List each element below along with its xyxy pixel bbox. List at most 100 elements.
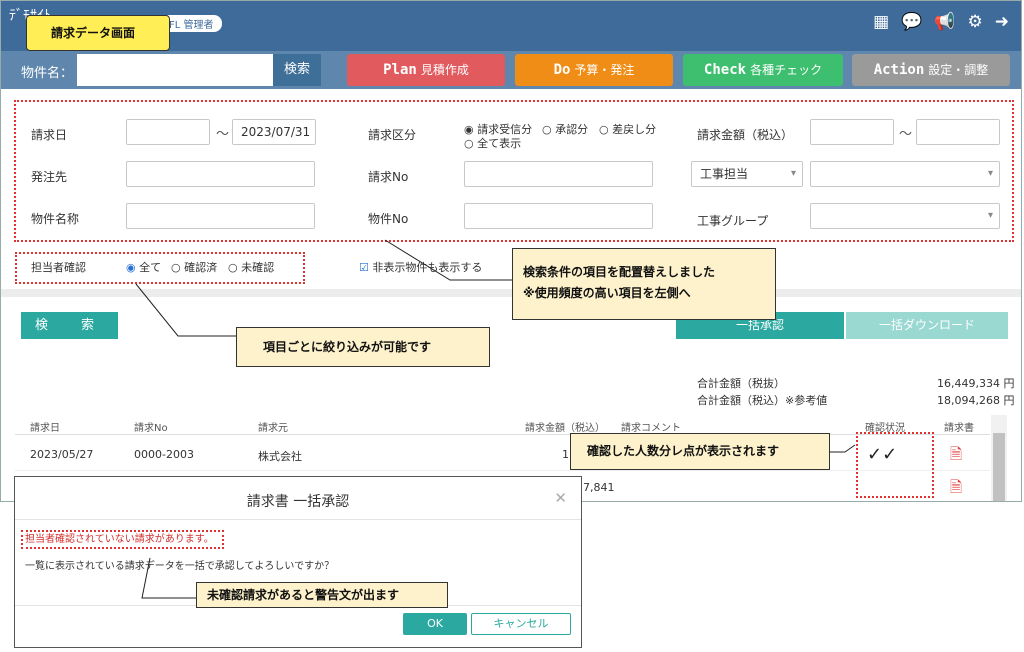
col-no[interactable]: 請求No bbox=[134, 423, 168, 434]
filter-highlight-box bbox=[14, 100, 1014, 242]
billing-date-to-input[interactable]: 2023/07/31 bbox=[232, 119, 316, 145]
staff-confirm-unconfirmed-label: 未確認 bbox=[241, 261, 275, 274]
billing-type-radio-returned[interactable]: ○ 差戻し分 bbox=[599, 121, 656, 137]
staff-confirm-confirmed-label: 確認済 bbox=[184, 261, 218, 274]
check-keyword: Check bbox=[703, 62, 747, 78]
callout-rearranged-line2: ※使用頻度の高い項目を左側へ bbox=[523, 286, 691, 300]
radio-empty-icon: ○ bbox=[542, 123, 552, 136]
property-name-input[interactable] bbox=[126, 203, 315, 229]
date-range-tilde: ～ bbox=[216, 127, 230, 142]
col-comment[interactable]: 請求コメント bbox=[621, 423, 681, 434]
col-confirm-status[interactable]: 確認状況 bbox=[865, 423, 905, 434]
confirm-status-highlight-box bbox=[856, 432, 934, 498]
check-marks: ✓✓ bbox=[867, 444, 898, 465]
do-label: 予算・発注 bbox=[574, 63, 635, 77]
table-header: 請求日 請求No 請求元 請求金額（税込） 請求コメント 確認状況 請求書 bbox=[15, 415, 990, 435]
row-amount: 1, bbox=[562, 448, 573, 461]
check-label: 各種チェック bbox=[750, 63, 823, 77]
table-row[interactable]: 2023/05/27 0000-2003 株式会社 1, bbox=[15, 439, 990, 471]
logout-icon[interactable]: ➜ bbox=[994, 12, 1009, 32]
col-date[interactable]: 請求日 bbox=[30, 423, 60, 434]
property-no-label: 物件No bbox=[368, 212, 409, 226]
pdf-icon[interactable]: 🗎 bbox=[950, 445, 963, 463]
role-badge: FL 管理者 bbox=[161, 15, 222, 32]
plan-label: 見積作成 bbox=[420, 63, 469, 77]
amount-from-input[interactable] bbox=[810, 119, 894, 145]
amount-range-tilde: ～ bbox=[899, 127, 913, 142]
col-invoice[interactable]: 請求書 bbox=[944, 423, 974, 434]
property-search-input[interactable] bbox=[77, 54, 273, 86]
table-scrollbar[interactable] bbox=[991, 415, 1007, 501]
radio-empty-icon: ○ bbox=[171, 261, 181, 274]
callout-warning: 未確認請求があると警告文が出ます bbox=[196, 582, 448, 608]
checkbox-checked-icon: ☑ bbox=[359, 261, 369, 274]
billing-date-label: 請求日 bbox=[31, 128, 68, 142]
construction-staff-select[interactable] bbox=[810, 161, 1000, 187]
scrollbar-thumb[interactable] bbox=[993, 433, 1005, 501]
property-name-label: 物件名称 bbox=[31, 212, 80, 226]
chat-icon[interactable]: 💬 bbox=[901, 12, 923, 32]
construction-staff-type-select[interactable]: 工事担当 bbox=[691, 161, 803, 187]
property-search-button[interactable]: 検索 bbox=[273, 54, 321, 86]
row-no: 0000-2003 bbox=[134, 448, 194, 461]
construction-group-select[interactable] bbox=[810, 203, 1000, 229]
radio-selected-icon: ◉ bbox=[126, 261, 136, 274]
col-amount[interactable]: 請求金額（税込） bbox=[525, 423, 605, 434]
staff-confirm-radio-all[interactable]: ◉ 全て bbox=[126, 259, 161, 275]
billing-no-label: 請求No bbox=[368, 170, 409, 184]
staff-confirm-radio-confirmed[interactable]: ○ 確認済 bbox=[171, 259, 217, 275]
supplier-label: 発注先 bbox=[31, 170, 68, 184]
billing-type-radio-approved[interactable]: ○ 承認分 bbox=[542, 121, 588, 137]
pdf-icon[interactable]: 🗎 bbox=[950, 478, 963, 496]
row-from: 株式会社 bbox=[258, 450, 302, 463]
supplier-input[interactable] bbox=[126, 161, 315, 187]
header-icons: ▦ 💬 📢 ⚙ ➜ bbox=[873, 11, 1009, 33]
bulk-download-button[interactable]: 一括ダウンロード bbox=[846, 312, 1008, 339]
radio-returned-label: 差戻し分 bbox=[612, 123, 657, 136]
plan-keyword: Plan bbox=[383, 62, 417, 78]
show-hidden-checkbox[interactable]: ☑ 非表示物件も表示する bbox=[359, 259, 482, 275]
radio-empty-icon: ○ bbox=[599, 123, 609, 136]
gear-icon[interactable]: ⚙ bbox=[967, 12, 983, 32]
megaphone-icon[interactable]: 📢 bbox=[934, 12, 956, 32]
staff-confirm-label: 担当者確認 bbox=[31, 261, 86, 274]
staff-confirm-all-label: 全て bbox=[139, 261, 162, 274]
billing-type-radio-all[interactable]: ○ 全て表示 bbox=[464, 135, 521, 151]
billing-type-radio-received[interactable]: ◉ 請求受信分 bbox=[464, 121, 532, 137]
property-label: 物件名： bbox=[21, 66, 74, 81]
staff-confirm-highlight-box bbox=[15, 252, 305, 284]
dialog-divider bbox=[15, 519, 581, 520]
bulk-approve-dialog: 請求書 一括承認 ✕ 担当者確認されていない請求があります。 一覧に表示されてい… bbox=[14, 476, 582, 648]
billing-date-from-input[interactable] bbox=[126, 119, 210, 145]
callout-rearranged: 検索条件の項目を配置替えしました ※使用頻度の高い項目を左側へ bbox=[512, 248, 776, 320]
total-excl-tax-value: 16,449,334 円 bbox=[937, 377, 1015, 390]
total-excl-tax-label: 合計金額（税抜） bbox=[697, 377, 785, 390]
total-incl-tax-value: 18,094,268 円 bbox=[937, 394, 1015, 407]
col-from[interactable]: 請求元 bbox=[258, 423, 288, 434]
cancel-button[interactable]: キャンセル bbox=[471, 613, 571, 635]
property-no-input[interactable] bbox=[464, 203, 653, 229]
billing-type-label: 請求区分 bbox=[368, 128, 417, 142]
amount-to-input[interactable] bbox=[916, 119, 1000, 145]
staff-confirm-radio-unconfirmed[interactable]: ○ 未確認 bbox=[228, 259, 274, 275]
total-incl-tax-label: 合計金額（税込）※参考値 bbox=[697, 394, 828, 407]
billing-no-input[interactable] bbox=[464, 161, 653, 187]
ok-button[interactable]: OK bbox=[403, 613, 467, 635]
radio-all-label: 全て表示 bbox=[477, 137, 522, 150]
building-icon[interactable]: ▦ bbox=[873, 12, 890, 32]
close-icon[interactable]: ✕ bbox=[554, 489, 567, 507]
section-divider bbox=[1, 289, 1021, 297]
app-window: ﾃﾞﾓｻｲﾄ FL 管理者 ▦ 💬 📢 ⚙ ➜ 物件名： 検索 Plan見積作成… bbox=[0, 0, 1022, 502]
screen-title-label: 請求データ画面 bbox=[26, 15, 170, 51]
search-button[interactable]: 検 索 bbox=[21, 312, 118, 339]
action-keyword: Action bbox=[873, 62, 925, 78]
radio-empty-icon: ○ bbox=[228, 261, 238, 274]
dialog-message: 一覧に表示されている請求データを一括で承認してよろしいですか？ bbox=[25, 561, 335, 572]
callout-filter-per-item: 項目ごとに絞り込みが可能です bbox=[236, 327, 490, 367]
radio-received-label: 請求受信分 bbox=[477, 123, 533, 136]
